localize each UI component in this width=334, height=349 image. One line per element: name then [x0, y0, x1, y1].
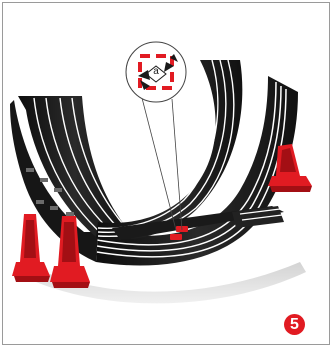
support-left-front: [12, 214, 50, 282]
detail-label: a: [151, 66, 161, 78]
step-number-badge: 5: [284, 314, 305, 335]
detail-pointer-line: [142, 98, 176, 230]
